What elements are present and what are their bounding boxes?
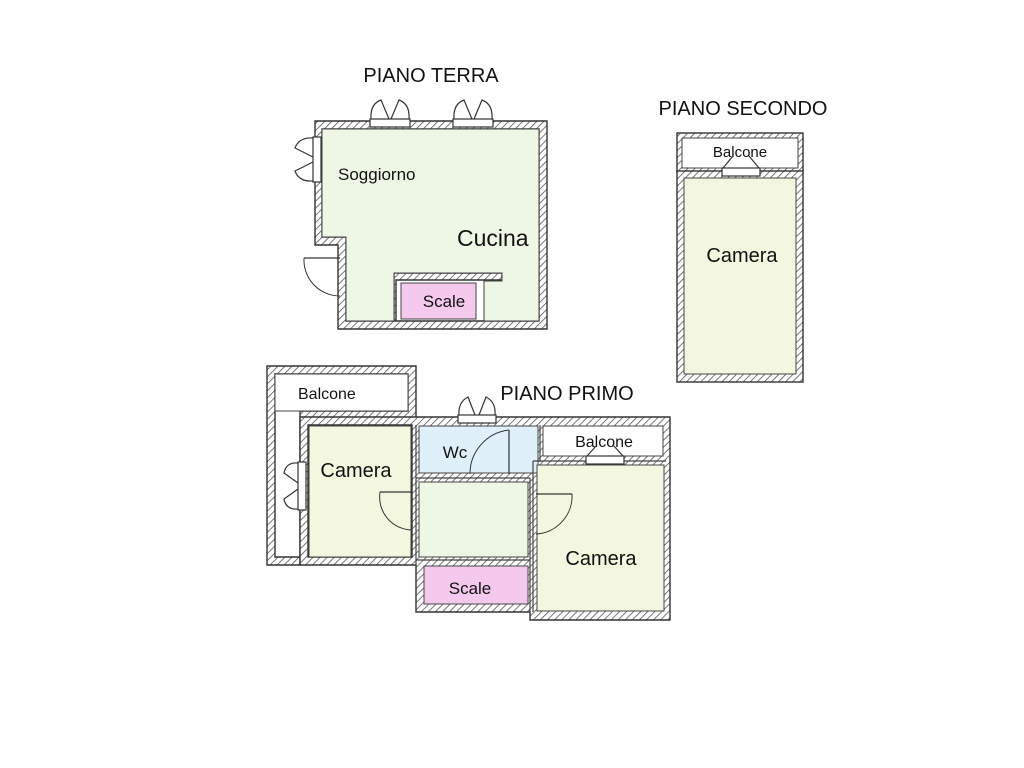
ground-floor-title: PIANO TERRA <box>363 65 499 87</box>
second-room-camera <box>683 177 797 375</box>
first-window-left <box>283 461 307 511</box>
second-floor: PIANO SECONDO Balcone Camera <box>659 98 828 383</box>
second-balcony-door <box>721 155 761 177</box>
first-balcony-door <box>585 444 625 465</box>
first-camera-left-door <box>379 491 413 531</box>
first-label-camera-right: Camera <box>565 548 637 570</box>
first-room-balcone-right <box>542 425 664 457</box>
first-camera-right-door <box>535 493 573 535</box>
first-label-balcone-left: Balcone <box>298 386 356 403</box>
first-room-balcone-left <box>274 373 409 412</box>
first-label-camera-left: Camera <box>320 460 392 482</box>
ground-label-cucina: Cucina <box>457 225 529 251</box>
ground-room-soggiorno-cucina <box>321 128 540 322</box>
second-floor-title: PIANO SECONDO <box>659 98 828 120</box>
first-room-hallway <box>418 481 529 558</box>
first-room-wc <box>418 425 539 474</box>
first-label-wc: Wc <box>443 443 468 462</box>
first-floor: PIANO PRIMO Balcone Camera Wc Scale Balc… <box>266 365 671 621</box>
ground-window-left <box>294 136 322 183</box>
ground-floor: PIANO TERRA Soggiorno Cucina Scale <box>294 65 548 330</box>
first-window-top <box>457 396 497 424</box>
first-label-balcone-right: Balcone <box>575 434 633 451</box>
ground-window-top-left <box>369 99 411 128</box>
first-label-scale: Scale <box>449 579 492 598</box>
first-room-scale <box>423 565 529 605</box>
ground-entrance-door <box>303 257 341 297</box>
second-label-camera: Camera <box>706 245 778 267</box>
ground-label-soggiorno: Soggiorno <box>338 165 416 184</box>
ground-window-top-right <box>452 99 494 128</box>
second-label-balcone: Balcone <box>713 144 767 161</box>
second-room-balcone <box>681 137 799 169</box>
ground-room-scale <box>400 282 477 320</box>
ground-label-scale: Scale <box>423 292 466 311</box>
first-room-camera-right <box>536 464 665 612</box>
first-floor-title: PIANO PRIMO <box>500 383 633 405</box>
first-wc-door <box>469 429 510 475</box>
